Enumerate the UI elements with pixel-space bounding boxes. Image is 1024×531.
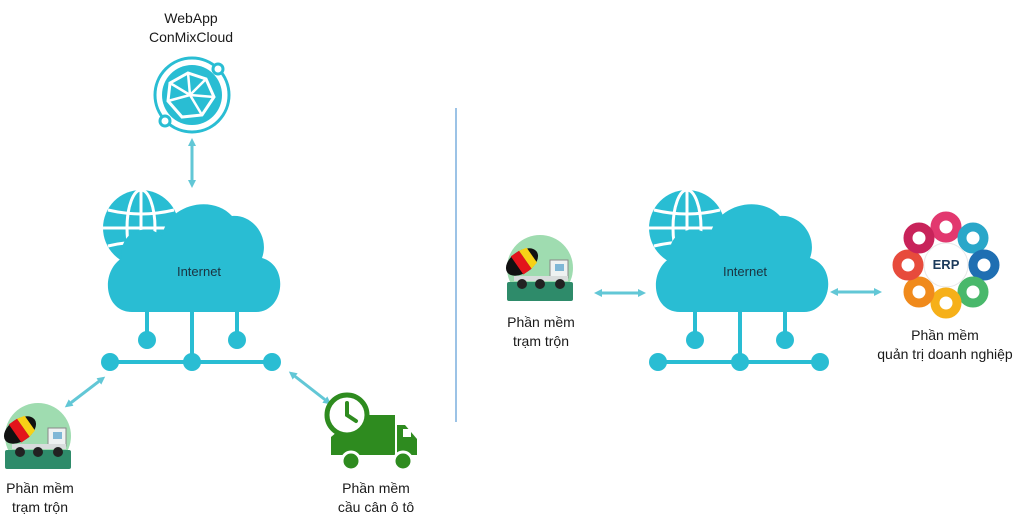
right-mixer-label-line2: trạm trộn xyxy=(512,333,570,349)
scale-label-line2: cầu cân ô tô xyxy=(337,499,415,515)
scale-label-line1: Phần mềm xyxy=(342,480,410,496)
cloud-icon: Internet xyxy=(655,204,829,312)
right-mixer-label-line1: Phần mềm xyxy=(507,314,575,330)
mixer-truck-icon xyxy=(505,235,573,301)
left-internet-label: Internet xyxy=(177,264,221,279)
erp-ring-icon: ERP xyxy=(892,211,1000,319)
arrow-internet-mixer xyxy=(64,376,106,408)
erp-label-line2: quản trị doanh nghiệp xyxy=(877,346,1013,362)
webapp-label-line1: WebApp xyxy=(164,10,218,26)
cloud-icon: Internet xyxy=(107,204,281,312)
right-internet-label: Internet xyxy=(723,264,767,279)
erp-logo-text: ERP xyxy=(933,257,960,272)
mixer-truck-icon xyxy=(3,403,71,469)
erp-label-line1: Phần mềm xyxy=(911,327,979,343)
globe-network-icon xyxy=(153,56,231,134)
left-mixer-label: Phần mềm trạm trộn xyxy=(6,479,74,517)
left-mixer-label-line1: Phần mềm xyxy=(6,480,74,496)
network-bus xyxy=(101,312,281,371)
clock-truck-icon xyxy=(324,392,417,472)
webapp-label: WebApp ConMixCloud xyxy=(149,9,233,47)
arrow-internet-scale xyxy=(288,371,332,405)
left-mixer-label-line2: trạm trộn xyxy=(11,499,69,515)
webapp-label-line2: ConMixCloud xyxy=(148,29,234,45)
right-mixer-label: Phần mềm trạm trộn xyxy=(507,313,575,351)
erp-label: Phần mềm quản trị doanh nghiệp xyxy=(877,326,1012,364)
scale-label: Phần mềm cầu cân ô tô xyxy=(338,479,414,517)
network-bus xyxy=(649,312,829,371)
